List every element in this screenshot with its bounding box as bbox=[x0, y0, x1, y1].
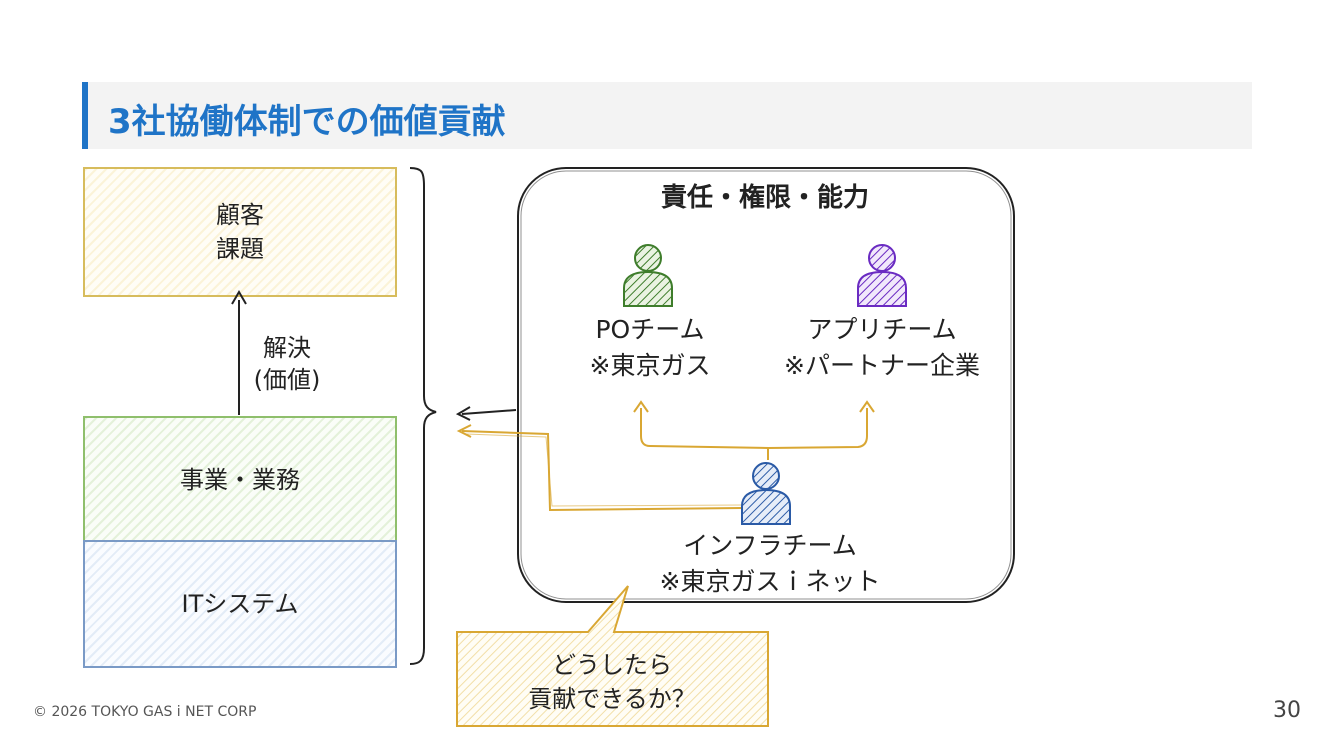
page-title: 3社協働体制での価値貢献 bbox=[108, 102, 506, 142]
copyright-footer: © 2026 TOKYO GAS i NET CORP bbox=[33, 704, 257, 720]
person-icon bbox=[741, 462, 791, 525]
app-team-label: アプリチーム ※パートナー企業 bbox=[784, 315, 980, 380]
title-bar: 3社協働体制での価値貢献 bbox=[82, 82, 1252, 149]
solution-arrowhead bbox=[231, 290, 247, 305]
callout-text: どうしたら 貢献できるか？ bbox=[528, 651, 696, 713]
person-icon bbox=[857, 244, 907, 307]
it-system-label: ITシステム bbox=[181, 590, 299, 618]
right-brace bbox=[409, 167, 437, 665]
infra-to-app-path bbox=[767, 408, 868, 449]
page-number: 30 bbox=[1273, 698, 1301, 723]
callout-bubble bbox=[456, 585, 769, 727]
panel-title: 責任・権限・能力 bbox=[660, 183, 869, 213]
title-accent-bar bbox=[82, 82, 88, 149]
responsibility-panel bbox=[517, 167, 1015, 603]
infra-to-po-path bbox=[640, 408, 769, 460]
person-icon bbox=[623, 244, 673, 307]
business-box: 事業・業務 bbox=[83, 416, 397, 543]
customer-issue-box: 顧客 課題 bbox=[83, 167, 397, 297]
infra-team-label: インフラチーム ※東京ガスｉネット bbox=[659, 531, 881, 596]
panel-to-brace-arrow bbox=[461, 409, 517, 415]
business-label: 事業・業務 bbox=[180, 465, 300, 494]
customer-issue-label: 顧客 課題 bbox=[216, 201, 264, 263]
infra-to-brace-path bbox=[461, 430, 743, 512]
solution-label: 解決 (価値) bbox=[253, 334, 321, 394]
po-team-label: POチーム ※東京ガス bbox=[589, 315, 711, 380]
it-system-box: ITシステム bbox=[83, 540, 397, 668]
